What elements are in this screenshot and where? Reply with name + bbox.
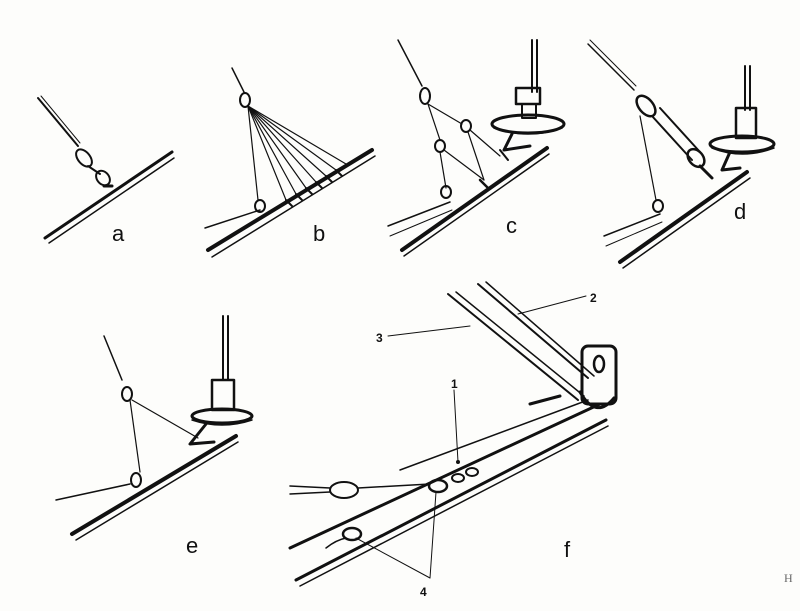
callout-3: 3 <box>376 331 383 345</box>
panel-f-label: f <box>564 537 571 562</box>
panel-e-drawing <box>55 315 254 541</box>
panel-b-label: b <box>313 221 325 246</box>
corner-mark: H <box>784 571 793 585</box>
panel-b-drawing <box>204 67 376 258</box>
panel-c-label: c <box>506 213 517 238</box>
panel-d-label: d <box>734 199 746 224</box>
panel-e-label: e <box>186 533 198 558</box>
panel-f-drawing <box>288 281 618 587</box>
panel-d-drawing <box>587 39 776 269</box>
callout-2: 2 <box>590 291 597 305</box>
callout-4: 4 <box>420 585 427 599</box>
panel-c-drawing <box>387 39 566 257</box>
panel-a-label: a <box>112 221 125 246</box>
panel-a-drawing <box>37 95 175 244</box>
callout-1: 1 <box>451 377 458 391</box>
